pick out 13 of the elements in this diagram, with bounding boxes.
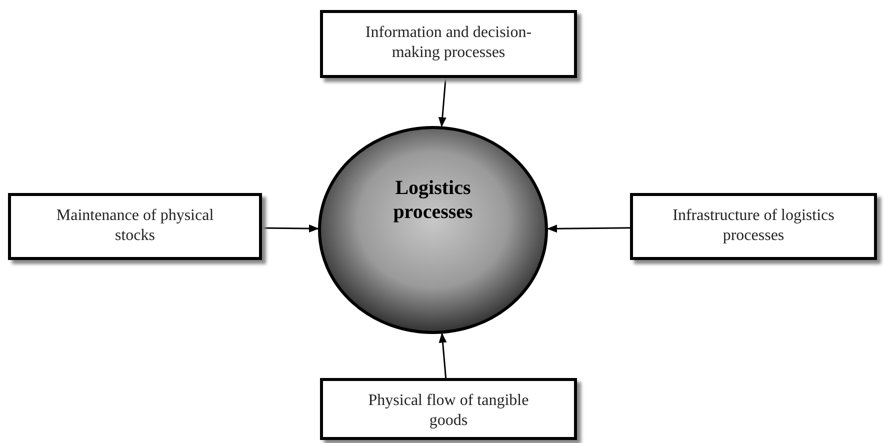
arrow: [262, 224, 319, 233]
node-label: Maintenance of physical stocks: [55, 206, 215, 246]
node-label: Information and decision-making processes: [364, 23, 533, 63]
process-box: [320, 378, 577, 440]
arrow: [438, 78, 446, 128]
arrow: [547, 224, 630, 233]
arrow: [438, 332, 447, 378]
process-box: [630, 193, 877, 260]
node-label: Physical flow of tangible goods: [367, 391, 530, 431]
process-box: [8, 193, 262, 260]
process-box: [320, 10, 577, 78]
node-label: Infrastructure of logistics processes: [672, 206, 836, 246]
node-label: Logistics processes: [392, 176, 474, 224]
